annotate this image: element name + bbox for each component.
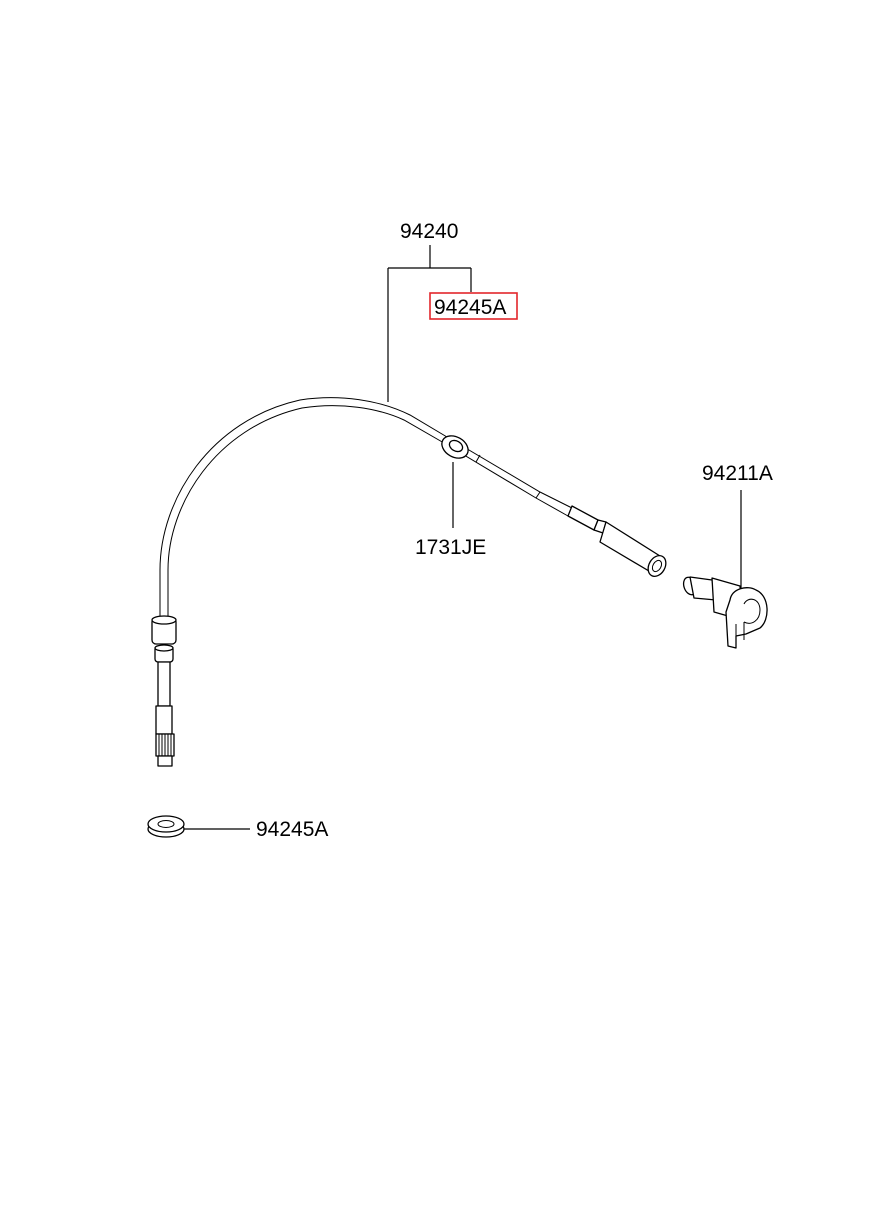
- part-labels: 94240 94245A 1731JE 94211A 94245A: [256, 220, 773, 841]
- label-seal-top[interactable]: 94245A: [434, 296, 506, 319]
- cable-connector[interactable]: [681, 575, 768, 649]
- label-grommet[interactable]: 1731JE: [415, 536, 486, 559]
- speedometer-cable[interactable]: [159, 397, 669, 618]
- grommet[interactable]: [438, 431, 472, 462]
- label-connector[interactable]: 94211A: [702, 462, 773, 485]
- label-seal-bottom[interactable]: 94245A: [256, 818, 328, 841]
- lower-cable-end[interactable]: [151, 615, 177, 767]
- highlight-box: [429, 292, 518, 320]
- leader-lines: [181, 245, 742, 830]
- label-assembly[interactable]: 94240: [400, 220, 458, 243]
- washer-seal[interactable]: [147, 815, 185, 838]
